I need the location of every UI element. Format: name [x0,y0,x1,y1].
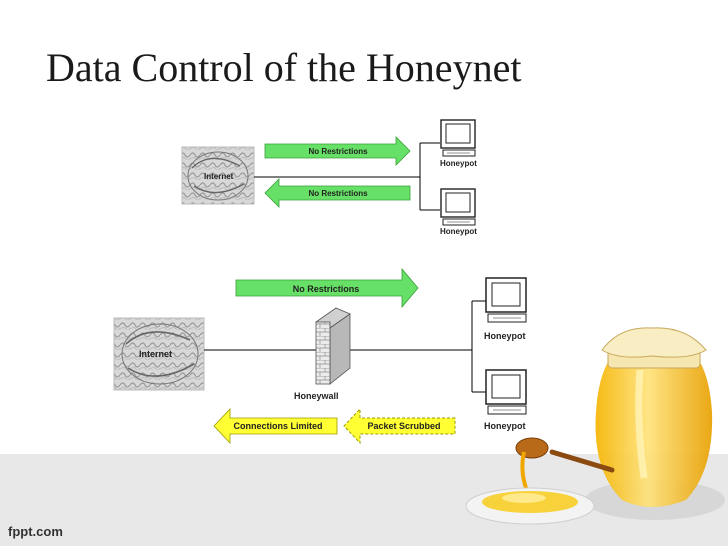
green-arrow-right-bottom [235,267,419,309]
connections-limited-arrow [213,407,338,445]
honey-jar-icon [585,327,725,520]
honeypot-label: Honeypot [484,331,526,341]
no-restrictions-label-top-left: No Restrictions [308,189,368,198]
computer-icon [440,119,476,157]
packet-scrubbed-arrow [343,407,456,445]
internet-label-bottom: Internet [139,349,173,359]
honeypot-label: Honeypot [440,159,477,168]
honey-bowl-icon [465,487,595,525]
honeywall-firewall-icon [315,307,351,385]
honeywall-label: Honeywall [294,391,339,401]
green-arrow-left-top [264,178,411,208]
computer-icon [440,188,476,226]
green-arrow-right-top [264,136,411,166]
slide-title: Data Control of the Honeynet [46,45,522,90]
internet-globe-top [181,146,255,205]
internet-label-top: Internet [204,172,234,181]
internet-globe-bottom [113,317,205,391]
no-restrictions-label-bottom: No Restrictions [292,284,360,294]
no-restrictions-label-top-right: No Restrictions [308,147,368,156]
computer-icon [485,277,527,323]
honeypot-label: Honeypot [440,227,477,236]
computer-icon [485,369,527,415]
packet-scrubbed-label: Packet Scrubbed [367,421,441,431]
honey-dipper-icon [515,437,615,489]
connections-limited-label: Connections Limited [233,421,323,431]
honeypot-label: Honeypot [484,421,526,431]
brand-logo-text: fppt.com [8,524,63,539]
